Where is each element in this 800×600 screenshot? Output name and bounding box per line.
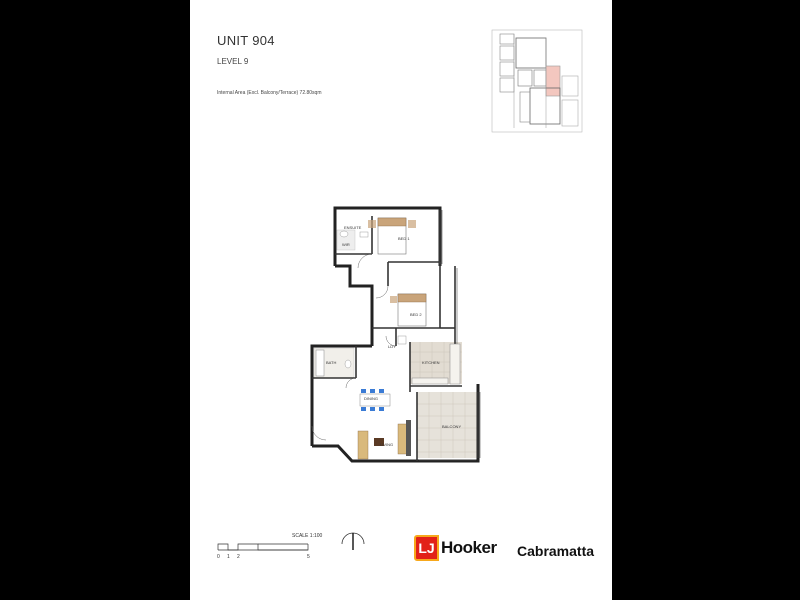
floor-plan: ENSUITE WIR BED 1 BED 2 BATH LDY KITCHEN… (310, 206, 481, 463)
room-bed1: BED 1 (398, 236, 410, 241)
lj-mark: LJ (414, 535, 439, 561)
scale-tick-2: 2 (237, 554, 240, 560)
lj-hooker-logo: LJ Hooker (414, 535, 514, 561)
internal-area-label: Internal Area (Excl. Balcony/Terrace) 72… (217, 90, 322, 96)
room-ensuite: ENSUITE (344, 225, 362, 230)
key-plan (491, 29, 583, 133)
office-name: Cabramatta (517, 543, 595, 559)
room-wir: WIR (342, 242, 350, 247)
room-ldy: LDY (388, 344, 396, 349)
room-living: LIVING (380, 442, 393, 447)
unit-title: UNIT 904 (217, 33, 275, 48)
level-label: LEVEL 9 (217, 57, 249, 66)
scale-tick-0: 0 (217, 554, 220, 560)
logo-wordmark: Hooker (441, 538, 497, 557)
scale-tick-5: 5 (307, 554, 310, 560)
scale-tick-1: 1 (227, 554, 230, 560)
floorplan-sheet: UNIT 904 LEVEL 9 Internal Area (Excl. Ba… (190, 0, 612, 600)
scale-label: SCALE 1:100 (292, 533, 323, 539)
agency-branding: LJ Hooker Cabramatta (414, 533, 604, 565)
north-arrow-icon (341, 532, 365, 550)
balcony-floor (417, 392, 477, 458)
room-bath: BATH (326, 360, 336, 365)
room-bed2: BED 2 (410, 312, 422, 317)
room-kitchen: KITCHEN (422, 360, 440, 365)
scale-bar: 0 1 2 5 (217, 543, 310, 560)
room-dining: DINING (364, 396, 378, 401)
room-balcony: BALCONY (442, 424, 461, 429)
